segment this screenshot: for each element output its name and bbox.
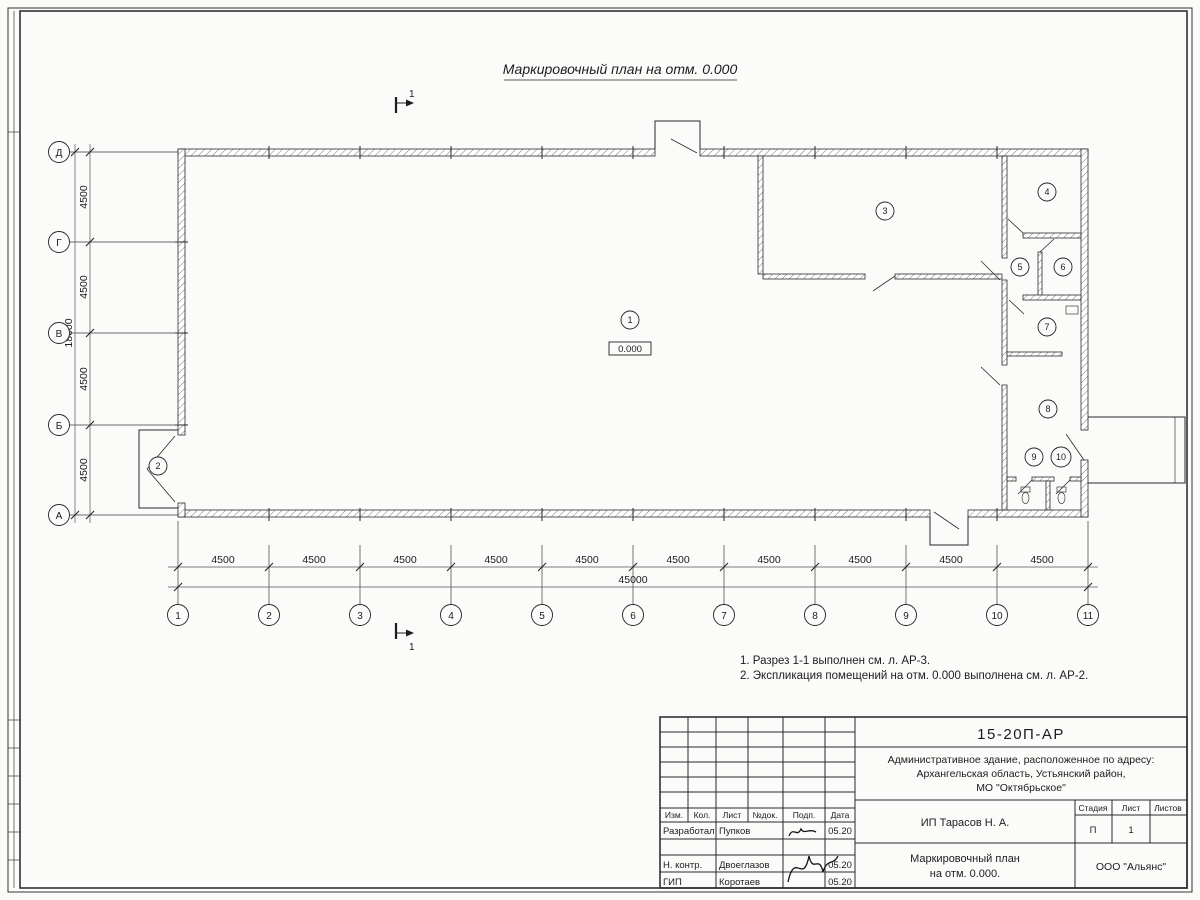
stage-value: П	[1090, 825, 1097, 836]
room-tag: 5	[1017, 262, 1022, 272]
drawing-name: на отм. 0.000.	[930, 868, 1000, 880]
room-tag: 8	[1045, 404, 1050, 414]
room-tag: 10	[1056, 452, 1066, 462]
axis-bubble: 6	[630, 611, 636, 622]
signer-role: Н. контр.	[663, 860, 702, 871]
axis-bubble: Г	[56, 238, 62, 249]
axis-bubble: 7	[721, 611, 727, 622]
sheet-header: Лист	[1122, 803, 1141, 813]
col-header: Изм.	[665, 810, 683, 820]
room-tag: 9	[1031, 452, 1036, 462]
dim-label: 4500	[666, 554, 690, 566]
room-tags: 1 2 3 4 5 6 7 8 9 10 0.000	[148, 182, 1073, 476]
drawing-name: Маркировочный план	[910, 853, 1020, 865]
elevation-box	[608, 341, 652, 356]
dim-label: 4500	[575, 554, 599, 566]
room-tag: 1	[627, 315, 632, 325]
titleblock: 15-20П-АР Административное здание, распо…	[659, 716, 1188, 889]
dim-label: 4500	[78, 458, 90, 482]
client-name: ИП Тарасов Н. А.	[921, 817, 1010, 829]
axis-bubble: 4	[448, 611, 454, 622]
toilet-icon	[1056, 486, 1067, 493]
drawing-title: Маркировочный план на отм. 0.000	[503, 61, 738, 81]
dim-label: 4500	[302, 554, 326, 566]
section-mark-top: 1	[394, 89, 415, 113]
dim-label: 4500	[848, 554, 872, 566]
dim-label: 4500	[78, 367, 90, 391]
section-mark-bottom: 1	[394, 623, 415, 653]
signer-date: 05.20	[828, 877, 852, 888]
section-label: 1	[409, 642, 415, 653]
col-header: Дата	[831, 810, 850, 820]
axis-bubble: 5	[539, 611, 545, 622]
dim-label: 4500	[78, 185, 90, 209]
dim-label: 4500	[1030, 554, 1054, 566]
toilet-icon	[1020, 486, 1031, 493]
window-marks	[175, 146, 998, 521]
company-name: ООО "Альянс"	[1096, 861, 1166, 873]
door-leaves	[146, 138, 1085, 530]
axis-bubble: 3	[357, 611, 363, 622]
axes-bottom: 4500 4500 4500 4500 4500 4500 4500 4500 …	[167, 521, 1099, 626]
note-line: 2. Экспликация помещений на отм. 0.000 в…	[740, 670, 1088, 682]
document-code: 15-20П-АР	[977, 726, 1065, 743]
signer-date: 05.20	[828, 826, 852, 837]
notes: 1. Разрез 1-1 выполнен см. л. АР-3. 2. Э…	[740, 655, 1088, 682]
col-header: №док.	[753, 810, 778, 820]
signer-name: Пупков	[719, 826, 750, 837]
sheets-header: Листов	[1154, 803, 1182, 813]
signer-role: ГИП	[663, 877, 682, 888]
sheet-value: 1	[1128, 825, 1133, 836]
signature	[788, 827, 817, 837]
elevation-value: 0.000	[618, 344, 642, 355]
note-line: 1. Разрез 1-1 выполнен см. л. АР-3.	[740, 655, 930, 667]
stage-header: Стадия	[1079, 803, 1108, 813]
dim-label: 4500	[939, 554, 963, 566]
axis-bubble: 9	[903, 611, 909, 622]
dim-label: 4500	[211, 554, 235, 566]
porches	[138, 120, 1186, 546]
room-tag: 2	[155, 461, 160, 471]
axis-bubble: 8	[812, 611, 818, 622]
building-walls	[177, 148, 1089, 518]
axis-bubble: В	[56, 329, 63, 340]
room-tag: 7	[1044, 322, 1049, 332]
room-tag: 4	[1044, 187, 1049, 197]
dim-label: 4500	[757, 554, 781, 566]
dim-total-label: 45000	[618, 574, 647, 586]
axis-bubble: 1	[175, 611, 181, 622]
sheet-frame	[7, 7, 1193, 893]
dim-label: 4500	[78, 275, 90, 299]
project-line: Административное здание, расположенное п…	[888, 754, 1155, 766]
page-title: Маркировочный план на отм. 0.000	[503, 61, 738, 77]
col-header: Кол.	[694, 810, 711, 820]
section-label: 1	[409, 89, 415, 100]
fixtures	[1020, 305, 1079, 504]
project-line: МО "Октябрьское"	[976, 782, 1066, 794]
signer-date: 05.20	[828, 860, 852, 871]
axis-bubble: Б	[56, 421, 63, 432]
axis-bubble: 2	[266, 611, 272, 622]
axis-bubble: А	[56, 511, 63, 522]
project-line: Архангельская область, Устьянский район,	[917, 768, 1126, 780]
room-tag: 6	[1060, 262, 1065, 272]
room-tag: 3	[882, 206, 887, 216]
signer-name: Коротаев	[719, 877, 760, 888]
signer-name: Двоеглазов	[719, 860, 770, 871]
col-header: Лист	[723, 810, 742, 820]
dim-label: 4500	[393, 554, 417, 566]
axis-bubble: 10	[991, 611, 1003, 622]
dim-label: 4500	[484, 554, 508, 566]
signer-role: Разработал	[663, 826, 715, 837]
axis-bubble: Д	[56, 148, 63, 159]
axes-left: 4500 4500 4500 4500 18000 Д Г В Б А	[48, 141, 178, 526]
col-header: Подп.	[793, 810, 816, 820]
signature	[787, 855, 839, 883]
axis-bubble: 11	[1083, 611, 1094, 622]
sink-icon	[1065, 305, 1079, 315]
